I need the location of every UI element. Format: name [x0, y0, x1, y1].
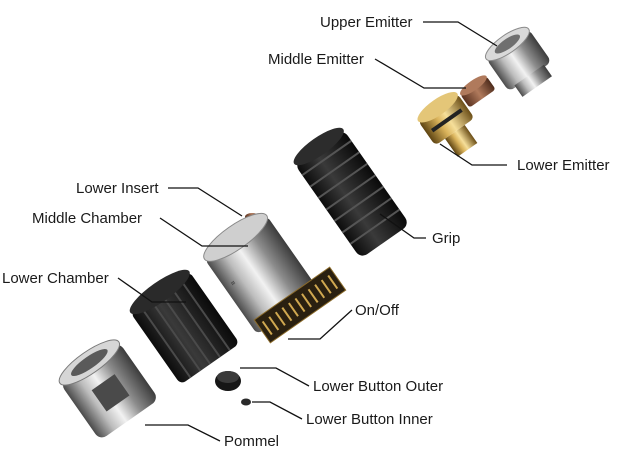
leader-middle-chamber	[159, 217, 248, 247]
leader-grip	[379, 213, 426, 239]
label-lower-emitter: Lower Emitter	[517, 157, 610, 174]
label-pommel: Pommel	[224, 433, 279, 450]
label-lower-button-outer: Lower Button Outer	[313, 378, 443, 395]
leader-upper-emitter	[423, 21, 498, 47]
leader-middle-emitter	[374, 58, 466, 89]
label-upper-emitter: Upper Emitter	[320, 14, 413, 31]
lower-button-outer-part	[215, 371, 241, 391]
lower-chamber-part	[129, 269, 238, 383]
upper-emitter-part	[484, 26, 552, 97]
on-off-part	[253, 266, 347, 344]
label-lower-button-inner: Lower Button Inner	[306, 411, 433, 428]
leader-lower-emitter	[439, 143, 507, 166]
lower-button-inner-part	[241, 398, 251, 406]
lower-emitter-part	[417, 92, 478, 157]
leader-lower-button-inner	[252, 401, 303, 420]
grip-part	[293, 127, 407, 256]
leader-lower-insert	[168, 187, 243, 217]
label-lower-insert: Lower Insert	[76, 180, 159, 197]
label-lower-chamber: Lower Chamber	[2, 270, 109, 287]
leader-pommel	[145, 424, 221, 442]
label-middle-emitter: Middle Emitter	[268, 51, 364, 68]
middle-emitter-part	[459, 75, 495, 107]
leader-lower-chamber	[117, 277, 186, 303]
label-on-off: On/Off	[355, 302, 400, 319]
svg-text:≡: ≡	[230, 279, 238, 286]
label-middle-chamber: Middle Chamber	[32, 210, 142, 227]
leader-on-off	[288, 309, 353, 340]
leader-lower-button-outer	[240, 367, 310, 387]
label-grip: Grip	[432, 230, 460, 247]
pommel-part	[58, 339, 156, 438]
